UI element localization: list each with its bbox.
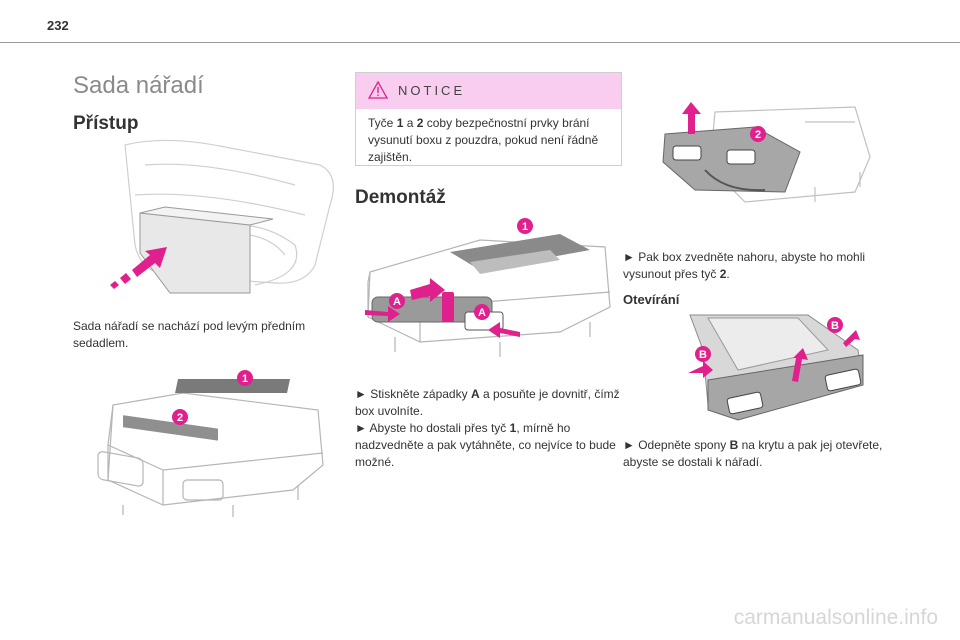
bar-2-marker: 2 — [172, 409, 188, 425]
bar-1-marker: 1 — [237, 370, 253, 386]
watermark: carmanualsonline.info — [733, 606, 938, 629]
notice-text: Tyče 1 a 2 coby bezpečnostní prvky brání… — [368, 116, 599, 164]
bar-1-marker: 1 — [517, 218, 533, 234]
notice-header: NOTICE — [356, 73, 621, 109]
clip-b-marker-left: B — [695, 346, 711, 362]
svg-text:2: 2 — [177, 412, 183, 424]
section-heading-access: Přístup — [73, 113, 139, 134]
svg-text:A: A — [478, 307, 486, 319]
removal-step-1: ► Stiskněte západky A a posuňte je dovni… — [355, 387, 620, 418]
bar-2-marker: 2 — [750, 126, 766, 142]
svg-text:B: B — [831, 320, 839, 332]
latch-a-marker-right: A — [474, 304, 490, 320]
svg-text:2: 2 — [755, 129, 761, 141]
header-divider — [0, 42, 960, 43]
svg-text:B: B — [699, 349, 707, 361]
notice-box: NOTICE Tyče 1 a 2 coby bezpečnostní prvk… — [355, 72, 622, 166]
removal-step-2: ► Abyste ho dostali přes tyč 1, mírně ho… — [355, 421, 616, 469]
latch-release-illustration: A A 1 — [365, 218, 611, 357]
opening-step: ► Odepněte spony B na krytu a pak jej ot… — [623, 438, 883, 469]
svg-text:1: 1 — [242, 373, 248, 385]
svg-text:1: 1 — [522, 221, 528, 233]
tool-box-bars-illustration: 1 2 — [97, 370, 324, 517]
access-text: Sada nářadí se nachází pod levým předním… — [73, 319, 306, 350]
svg-text:A: A — [393, 296, 401, 308]
open-cover-illustration: B B — [688, 314, 864, 421]
section-heading-removal: Demontáž — [355, 187, 446, 208]
latch-a-marker-left: A — [389, 293, 405, 309]
lift-box-illustration: 2 — [662, 102, 871, 203]
notice-title: NOTICE — [398, 83, 466, 98]
clip-b-marker-right: B — [827, 317, 843, 333]
seat-illustration — [110, 139, 334, 294]
page-number: 232 — [47, 18, 69, 33]
page-title: Sada nářadí — [73, 72, 204, 99]
lift-step: ► Pak box zvedněte nahoru, abyste ho moh… — [623, 250, 866, 281]
warning-icon — [368, 81, 388, 99]
section-heading-opening: Otevírání — [623, 292, 680, 307]
